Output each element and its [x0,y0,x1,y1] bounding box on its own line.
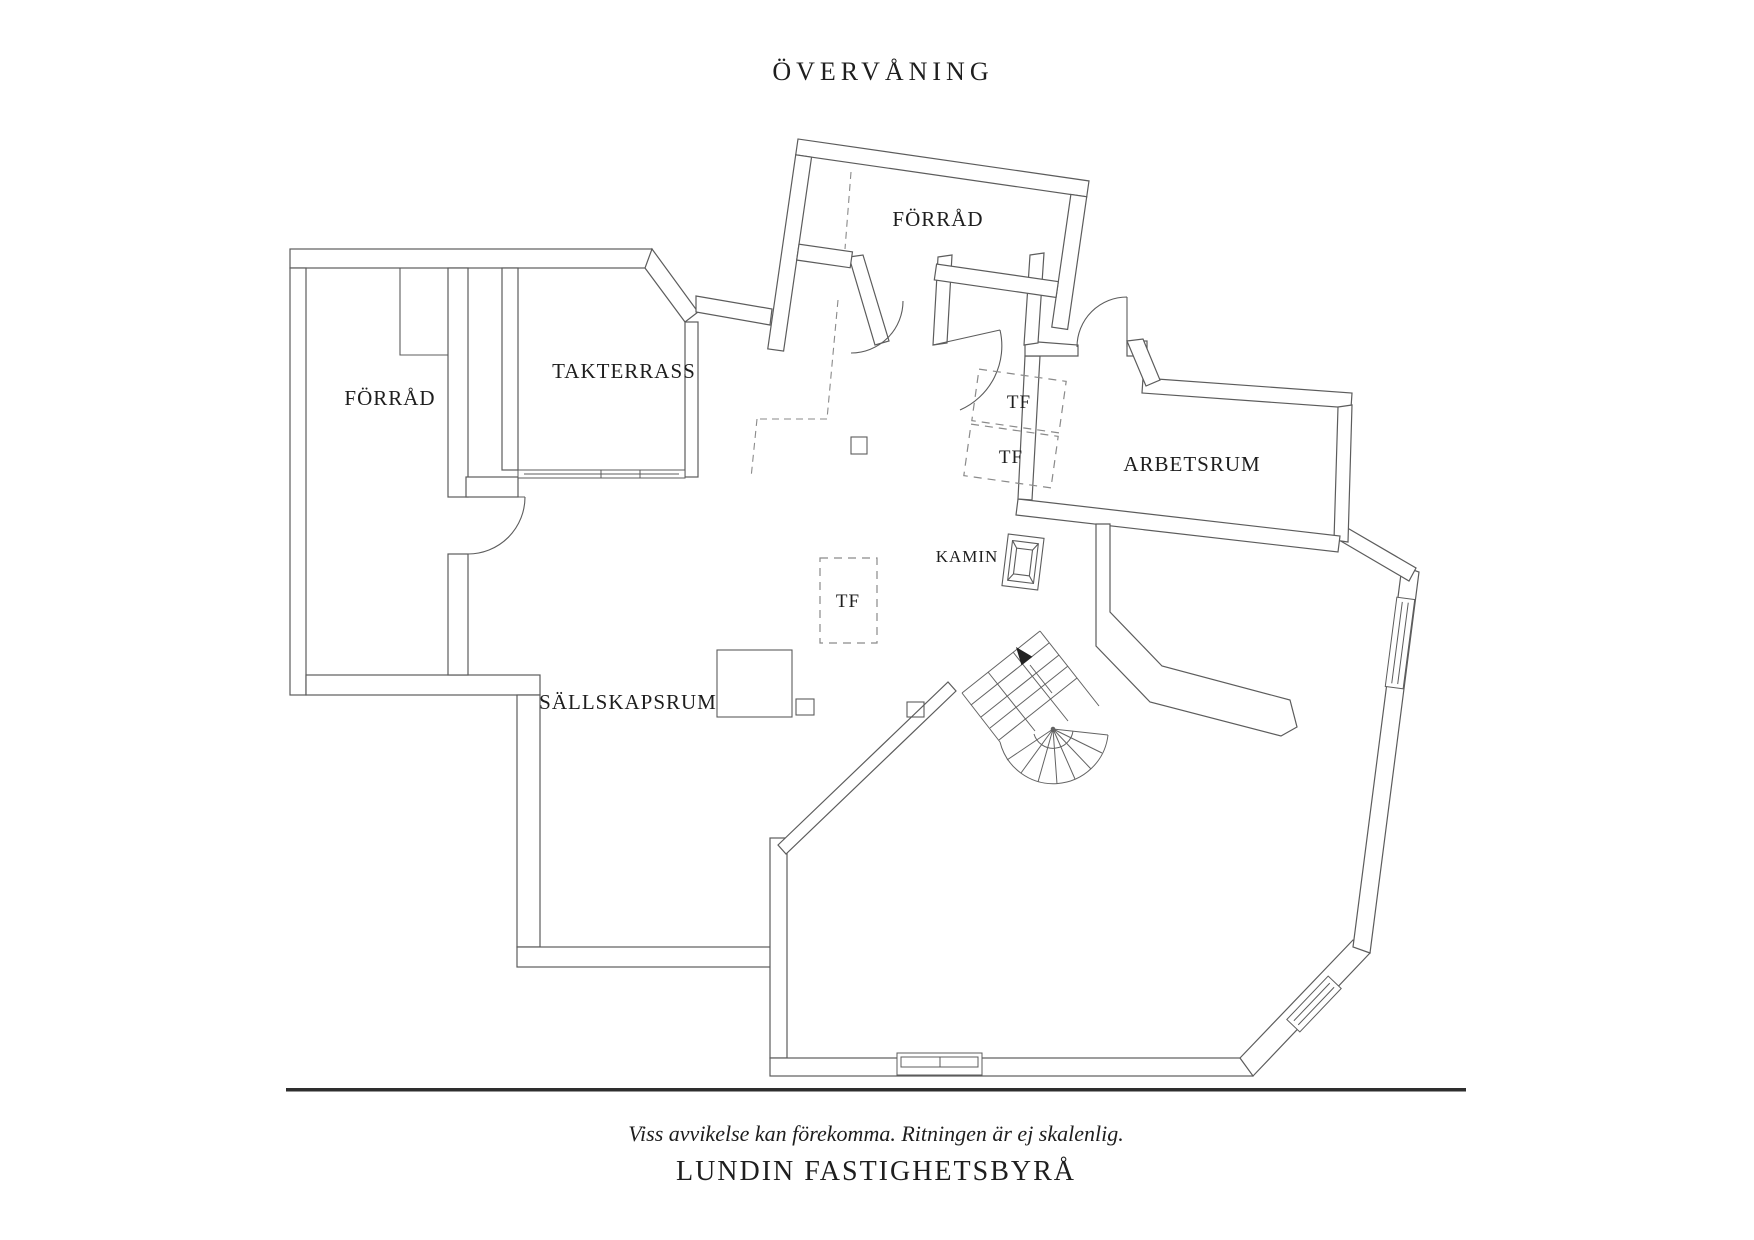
window-hall-diagonal [1286,975,1342,1033]
wall-top-forrad-top [795,138,1090,198]
wall-left-block-top [289,248,653,269]
tf-label-3: TF [836,591,860,612]
wall-sallskapsrum-left [516,694,541,948]
wall-arbetsrum-right [1333,404,1353,543]
post-square-3 [906,701,925,718]
stair-direction-arrow-icon [1016,647,1033,666]
windows [517,469,1416,1076]
footer-disclaimer: Viss avvikelse kan förekomma. Ritningen … [628,1121,1123,1146]
tf-label-1: TF [1007,392,1031,413]
window-hall-bottom [896,1052,983,1076]
door-corridor-east [1076,296,1128,348]
furniture-large-square [716,649,793,718]
wall-forrad-left-right-upper [447,267,469,498]
railing-stair-diagonal [777,681,957,855]
roof-windows [819,368,1067,644]
room-label-forrad-left: FÖRRÅD [344,386,435,410]
wall-takterrass-right [684,321,699,478]
wall-corridor-stub [1023,252,1045,346]
wall-top-forrad-right [1051,193,1088,331]
kamin-symbol-icon [1001,533,1045,591]
wall-arbetsrum-top [1141,377,1353,409]
wall-takterrass-left [501,267,519,471]
wall-left-outer [289,267,307,696]
doors [467,296,1128,555]
room-label-sallskapsrum: SÄLLSKAPSRUM [539,690,717,714]
window-hall-right [1384,596,1416,690]
wall-corridor-west [848,254,890,346]
furniture [716,436,925,718]
stair-winder-center [1050,726,1056,732]
tf-box-2 [963,423,1059,489]
stair-direction-line [1029,664,1053,694]
wall-nook-stub [465,476,519,498]
wall-step-arbetsrum-hall [1338,525,1417,582]
dash-line-main [750,299,839,479]
door-corridor-south [932,329,1003,411]
page-title: ÖVERVÅNING [772,57,993,86]
wall-top-forrad-bottom-a [796,243,854,269]
top-forrad-block [767,138,1090,352]
staircase [961,630,1109,785]
ceiling-dash-lines [750,171,852,479]
tf-box-1 [971,368,1067,434]
wall-hall-bottom [769,1057,1254,1077]
window-takterrass-band [517,469,686,479]
stair-rails [961,630,1100,743]
fixture-label-kamin: KAMIN [936,547,999,566]
footer-separator-line [286,1088,1466,1092]
labels: ÖVERVÅNING FÖRRÅD FÖRRÅD TAKTERRASS ARBE… [344,57,1260,714]
room-label-forrad-top: FÖRRÅD [892,207,983,231]
footer-brand: LUNDIN FASTIGHETSBYRÅ [676,1156,1076,1187]
post-square-1 [850,436,868,455]
room-label-takterrass: TAKTERRASS [552,359,696,383]
room-label-arbetsrum: ARBETSRUM [1123,452,1260,476]
wall-stair-void-arm [1095,523,1298,737]
tf-label-2: TF [999,447,1023,468]
tf-box-3 [819,557,878,644]
wall-takterrass-diagonal [644,247,699,323]
wall-arbetsrum-bottom [1015,498,1341,553]
wall-top-forrad-bottom-b [933,263,1060,299]
wall-corridor-south-a [1024,340,1079,357]
post-square-2 [795,698,815,716]
dash-line-forrad-top [844,171,852,250]
wall-connector-north [695,295,773,326]
walls [289,138,1420,1077]
wall-corridor-to-arbetsrum [1126,338,1161,387]
wall-forrad-left-right-lower [447,553,469,676]
footer: Viss avvikelse kan förekomma. Ritningen … [286,1088,1466,1187]
stair-winder-radials [1006,728,1109,785]
wall-hall-left [769,837,788,1059]
door-forrad-left [467,496,526,555]
stair-treads [961,630,1078,741]
wall-forrad-left-bottom [305,674,541,696]
interior-lines [399,268,448,356]
closet-partition-line [399,268,448,356]
wall-sallskapsrum-bottom [516,946,781,968]
door-corridor-west [850,300,904,354]
